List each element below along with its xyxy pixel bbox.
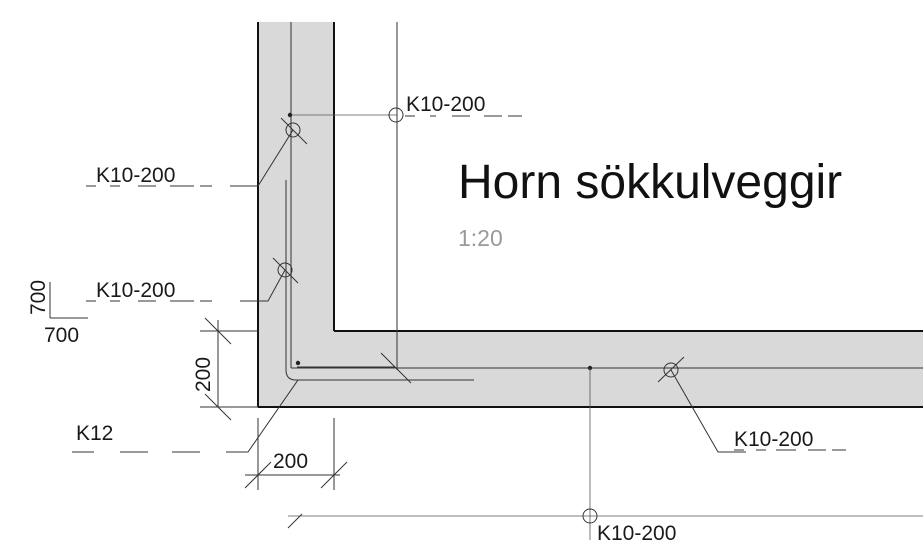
dimension-lines (49, 282, 348, 529)
dimension-200-horizontal: 200 (273, 450, 308, 473)
dimension-700-vertical: 700 (27, 280, 50, 315)
drawing-title: Horn sökkulveggir (458, 156, 842, 209)
k10-label-left-upper: K10-200 (96, 164, 175, 187)
reinforcement-bars (285, 22, 923, 540)
dimension-700-horizontal: 700 (44, 324, 79, 347)
k10-label-bottom: K10-200 (597, 522, 676, 540)
k10-label-top: K10-200 (406, 93, 485, 116)
k12-label: K12 (76, 422, 113, 445)
wall-section (258, 22, 923, 407)
bar-markers (272, 107, 685, 524)
label-underlines (72, 115, 846, 453)
bar-dot (295, 360, 301, 366)
leader-lines (226, 129, 923, 517)
k10-label-right: K10-200 (734, 428, 813, 451)
wall-outline (257, 22, 923, 408)
dimension-200-vertical: 200 (192, 357, 215, 392)
bar-dot (287, 112, 293, 118)
k10-label-left-lower: K10-200 (96, 279, 175, 302)
drawing-scale: 1:20 (458, 225, 503, 251)
